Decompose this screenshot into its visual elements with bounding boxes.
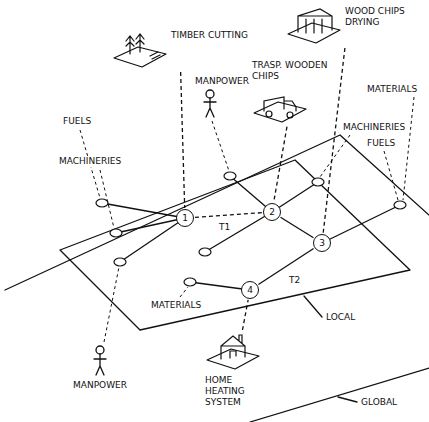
- plane-outline: [207, 349, 259, 369]
- activity-plane: TRASP. WOODEN CHIPS: [252, 60, 334, 125]
- timber-icon: [112, 30, 168, 70]
- numbered-circle: 1: [176, 209, 194, 227]
- global-plane: [5, 135, 429, 290]
- leader-line: [80, 97, 414, 342]
- local-leader: [304, 296, 322, 317]
- home-icon: [205, 332, 261, 372]
- connector-line: [274, 127, 287, 203]
- annotation-label: FUELS: [366, 138, 396, 149]
- resource-ovals: [96, 172, 406, 286]
- leader-lines: [80, 97, 414, 342]
- figure-head: [206, 90, 214, 98]
- callout-number: 1: [182, 213, 188, 224]
- home-symbol: [221, 335, 245, 359]
- node-label: HOME HEATING SYSTEM: [205, 375, 265, 407]
- drying-symbol: [298, 9, 332, 33]
- connector-line: [258, 248, 313, 284]
- plane-outline: [254, 102, 306, 122]
- resource-oval: [184, 278, 196, 286]
- trasp-symbol: [264, 97, 296, 118]
- figure-body: [204, 98, 216, 117]
- resource-oval: [114, 258, 126, 266]
- connector-line: [323, 48, 345, 233]
- callout-number: 3: [319, 238, 325, 249]
- connector-line: [195, 213, 262, 218]
- annotation-label: T2: [288, 275, 301, 286]
- resource-oval: [312, 178, 324, 186]
- annotation-label: MANPOWER: [194, 76, 250, 87]
- annotation-label: GLOBAL: [360, 397, 398, 408]
- drying-icon: [286, 6, 342, 46]
- timber-symbol: [126, 34, 160, 59]
- resource-oval: [394, 201, 406, 209]
- callout-number: 4: [247, 285, 253, 296]
- resource-oval: [199, 248, 211, 256]
- annotation-label: MANPOWER: [72, 380, 128, 391]
- local-plane: [60, 160, 410, 330]
- connector-line: [181, 72, 185, 208]
- annotation-label: FUELS: [62, 116, 92, 127]
- annotation-label: T1: [218, 222, 231, 233]
- annotation-label: LOCAL: [325, 312, 356, 323]
- activity-plane: HOME HEATING SYSTEM: [205, 332, 265, 407]
- resource-lines: [102, 176, 400, 290]
- figure-head: [96, 346, 104, 354]
- node-label: TIMBER CUTTING: [171, 30, 248, 41]
- planes: [5, 135, 429, 422]
- numbered-circle: 2: [263, 203, 281, 221]
- node-label: WOOD CHIPS DRYING: [345, 6, 409, 28]
- manpower-figures: [94, 90, 216, 375]
- numbered-circle: 4: [241, 281, 259, 299]
- resource-oval: [96, 199, 108, 207]
- callout-number: 2: [269, 207, 275, 218]
- global-leader: [338, 397, 357, 402]
- numbered-circle: 3: [313, 234, 331, 252]
- connector-line: [242, 300, 248, 330]
- resource-oval: [110, 229, 122, 237]
- figure-body: [94, 354, 106, 375]
- trasp-icon: [252, 85, 308, 125]
- node-label: TRASP. WOODEN CHIPS: [252, 60, 334, 82]
- annotation-label: MACHINERIES: [342, 122, 406, 133]
- resource-oval: [224, 172, 236, 180]
- activity-plane: TIMBER CUTTING: [112, 30, 248, 70]
- annotation-label: MATERIALS: [150, 300, 202, 311]
- global-plane-edge: [250, 368, 429, 422]
- connector-line: [280, 217, 313, 237]
- activity-plane: WOOD CHIPS DRYING: [286, 6, 409, 46]
- annotation-label: MATERIALS: [366, 84, 418, 95]
- annotation-label: MACHINERIES: [58, 156, 122, 167]
